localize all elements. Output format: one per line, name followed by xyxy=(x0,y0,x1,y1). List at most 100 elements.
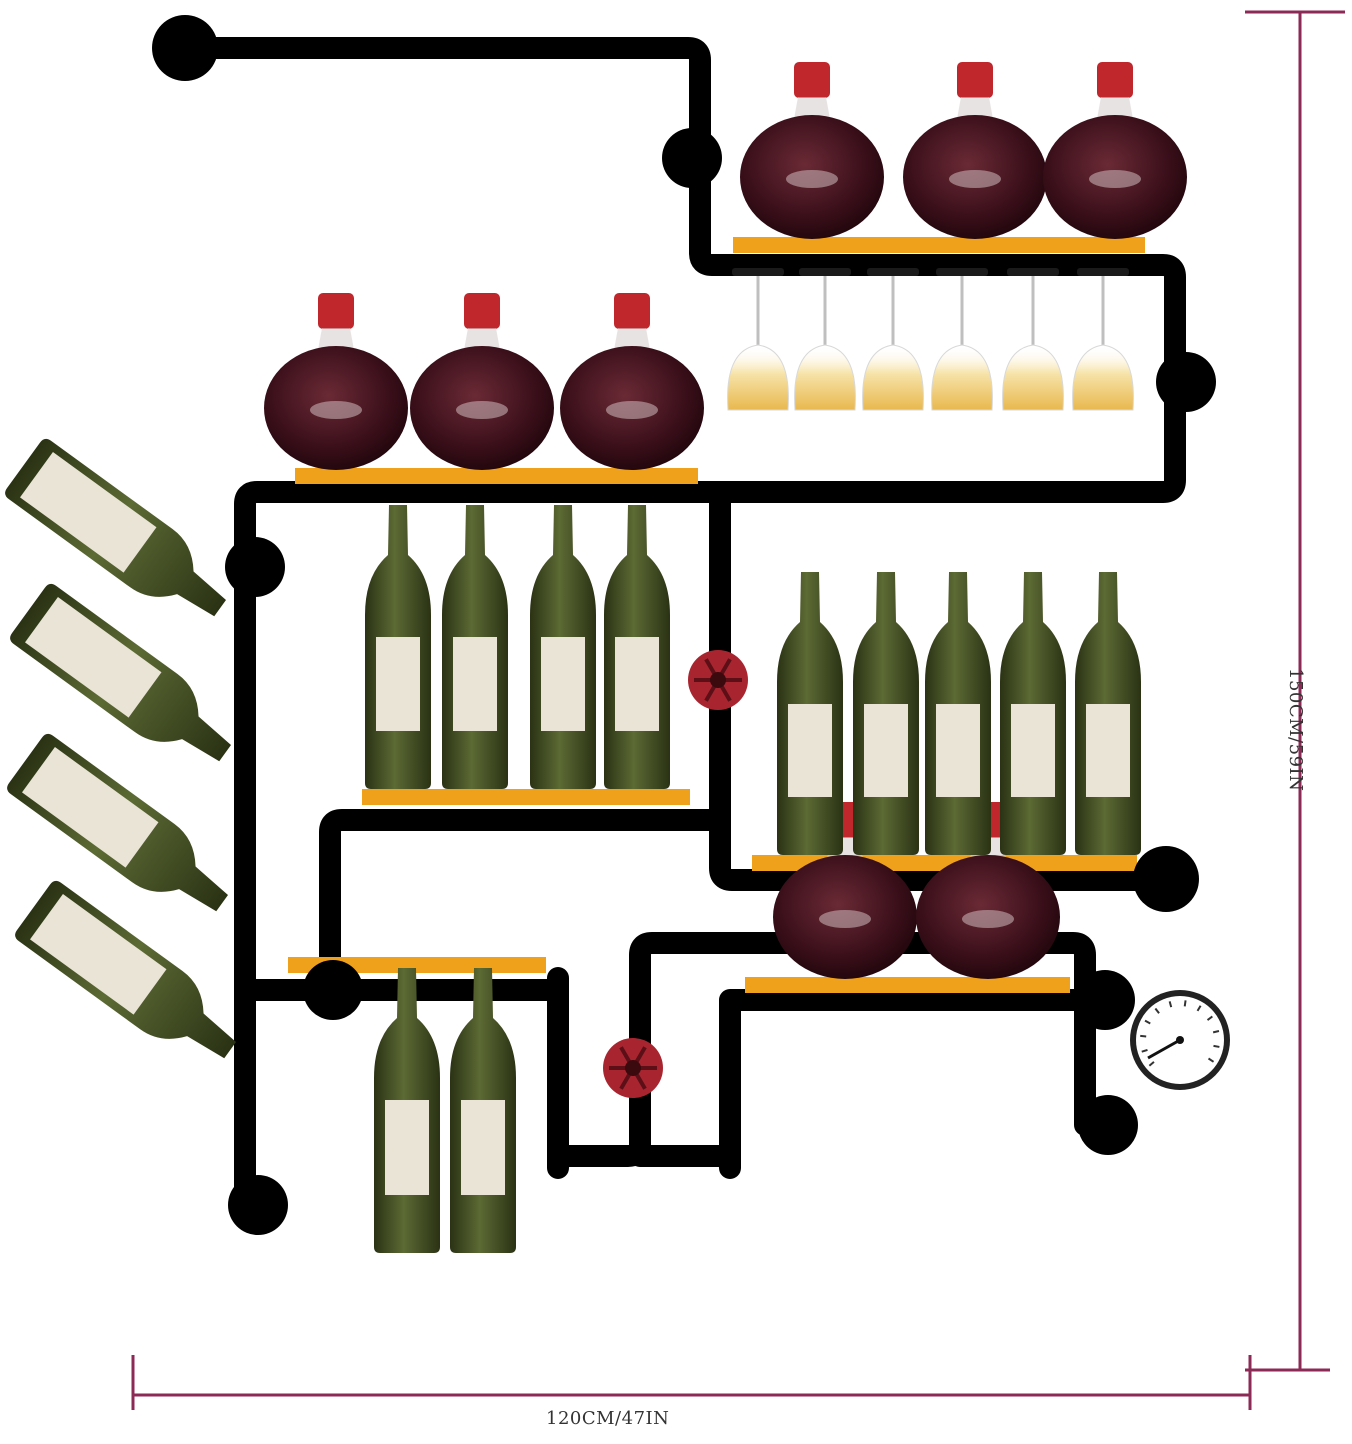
wine-glass xyxy=(931,268,993,411)
angled-bottle xyxy=(7,733,228,912)
valve-hub xyxy=(625,1060,641,1076)
gauge-tick xyxy=(1141,1048,1148,1053)
bottle-label xyxy=(615,637,659,731)
green-bottle xyxy=(853,572,919,855)
angled-bottle xyxy=(15,880,236,1059)
pressure-gauge xyxy=(1130,990,1230,1090)
gauge-needle xyxy=(1147,1038,1181,1060)
glass-bowl xyxy=(862,344,924,411)
shelf xyxy=(733,237,1145,253)
round-bottle xyxy=(560,293,704,470)
bottle-label xyxy=(949,170,1001,188)
pipe-frame xyxy=(174,37,1186,1201)
bottle-label xyxy=(453,637,497,731)
gauge-tick xyxy=(1196,1005,1202,1012)
glass-base xyxy=(867,268,919,276)
glass-bowl xyxy=(931,344,993,411)
bottle-cap xyxy=(614,293,650,329)
bottle-cap xyxy=(794,62,830,98)
gauge-tick xyxy=(1148,1061,1155,1067)
pipe-end-cap xyxy=(662,128,722,188)
round-bottle xyxy=(264,293,408,470)
glass-base xyxy=(1077,268,1129,276)
wine-glass xyxy=(794,268,856,411)
green-bottle xyxy=(604,505,670,789)
bottle-neck xyxy=(957,97,993,119)
bottle-label xyxy=(456,401,508,419)
bottle-label xyxy=(22,747,159,868)
pipe-segment xyxy=(174,37,1186,1201)
round-bottle xyxy=(1043,62,1187,239)
glass-bowl xyxy=(1002,344,1064,411)
bottle-label xyxy=(1089,170,1141,188)
pipe-end-cap xyxy=(1078,1095,1138,1155)
wine-glass xyxy=(862,268,924,411)
wine-glass xyxy=(1002,268,1064,411)
bottle-neck xyxy=(1097,97,1133,119)
bottle-label xyxy=(788,704,832,797)
angled-bottle xyxy=(5,438,226,617)
bottle-label xyxy=(310,401,362,419)
bottle-label xyxy=(606,401,658,419)
bottle-label xyxy=(1086,704,1130,797)
glass-bowl xyxy=(727,344,789,411)
pipe-end-cap xyxy=(303,960,363,1020)
green-bottle xyxy=(450,968,516,1253)
gauge-tick xyxy=(1140,1034,1147,1038)
height-dimension-label: 150CM/59IN xyxy=(1285,668,1306,792)
pipe-end-cap xyxy=(225,537,285,597)
bottle-label xyxy=(376,637,420,731)
pipe-end-cap xyxy=(1156,352,1216,412)
glass-base xyxy=(799,268,851,276)
gauge-tick xyxy=(1213,1044,1220,1048)
glass-base xyxy=(732,268,784,276)
pipe-segment xyxy=(629,989,1123,1179)
bottle-neck xyxy=(318,328,354,350)
angled-bottle xyxy=(10,583,231,762)
pipe-end-cap xyxy=(228,1175,288,1235)
dimension-lines xyxy=(131,10,1345,1410)
bottle-label xyxy=(30,894,167,1015)
pipe-end-cap xyxy=(1075,970,1135,1030)
pipe-end-cap xyxy=(1133,846,1199,912)
pipe-end-cap xyxy=(152,15,218,81)
bottle-cap xyxy=(1097,62,1133,98)
bottle-label xyxy=(936,704,980,797)
green-bottle xyxy=(1000,572,1066,855)
green-bottle xyxy=(530,505,596,789)
round-bottle xyxy=(903,62,1047,239)
pipe-segment xyxy=(319,809,731,996)
bottle-label xyxy=(25,597,162,718)
bottle-label xyxy=(461,1100,505,1195)
pipe-segment xyxy=(709,481,1176,891)
width-dimension-label: 120CM/47IN xyxy=(546,1408,670,1429)
glass-bowl xyxy=(794,344,856,411)
valve-handle xyxy=(688,650,748,710)
bottle-label xyxy=(1011,704,1055,797)
bottle-neck xyxy=(614,328,650,350)
glass-base xyxy=(936,268,988,276)
valve-hub xyxy=(710,672,726,688)
shelf xyxy=(745,977,1070,993)
bottle-neck xyxy=(794,97,830,119)
green-bottles xyxy=(365,505,1141,1253)
bottle-label xyxy=(20,452,157,573)
bottle-cap xyxy=(957,62,993,98)
gauge-tick xyxy=(1206,1015,1213,1021)
bottle-label xyxy=(819,910,871,928)
gauge-tick xyxy=(1207,1057,1215,1063)
bottle-label xyxy=(786,170,838,188)
round-bottle xyxy=(410,293,554,470)
green-bottle xyxy=(925,572,991,855)
shelf xyxy=(362,789,690,805)
bottle-label xyxy=(541,637,585,731)
green-bottle xyxy=(374,968,440,1253)
round-bottle xyxy=(740,62,884,239)
wine-glass xyxy=(1072,268,1134,411)
round-bottles xyxy=(264,62,1187,979)
gauge-tick xyxy=(1168,1001,1173,1008)
gauge-tick xyxy=(1212,1030,1220,1034)
green-bottle xyxy=(442,505,508,789)
green-bottle xyxy=(777,572,843,855)
